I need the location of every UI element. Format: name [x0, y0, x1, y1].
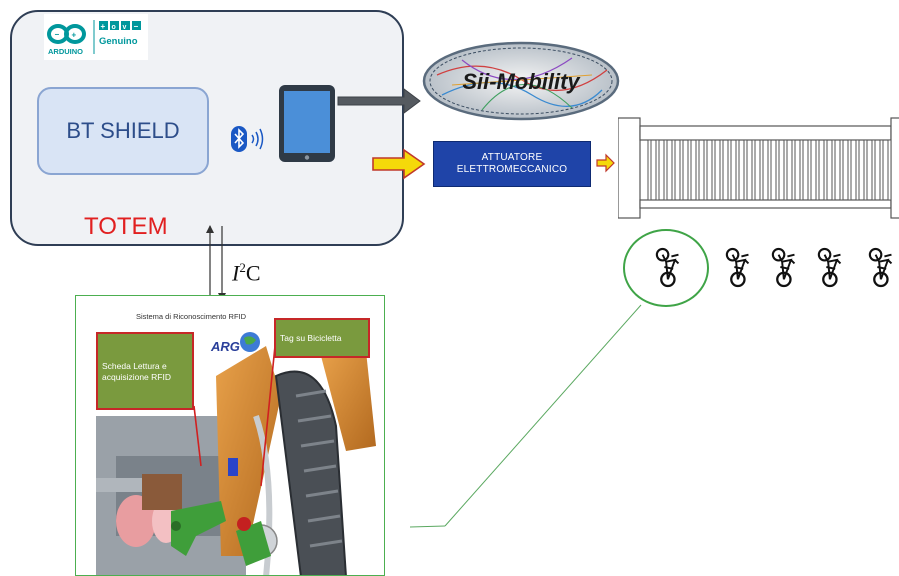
card-tag-bicicletta: Tag su Bicicletta [274, 318, 370, 358]
attuatore-box: ATTUATORE ELETTROMECCANICO [433, 141, 591, 187]
bicycle-icon [817, 247, 842, 288]
rack-bar [807, 139, 812, 201]
bike-highlight-circle [623, 229, 709, 307]
rack-bar [847, 139, 852, 201]
rack-bar [655, 139, 660, 201]
sii-mobility-text: Sii-Mobility [462, 69, 581, 94]
bicycle-rack [617, 116, 899, 220]
rack-bar [695, 139, 700, 201]
signal-waves-icon [251, 128, 264, 150]
bicycle-wheel-illustration: ARG [96, 332, 376, 575]
rack-bar [799, 139, 804, 201]
i2c-sup: 2 [239, 260, 246, 275]
rack-bar [823, 139, 828, 201]
arg-logo: ARG [210, 332, 260, 354]
rack-icon [617, 117, 899, 219]
rack-bar [679, 139, 684, 201]
rack-bar [687, 139, 692, 201]
rack-bar [727, 139, 732, 201]
rack-bar [735, 139, 740, 201]
rack-bar [815, 139, 820, 201]
arduino-logo-icon: − + ARDUINO + o v − Genuino [44, 14, 148, 60]
arduino-brand-text: ARDUINO [48, 47, 83, 56]
rack-bar [671, 139, 676, 201]
arrow-icon [596, 153, 615, 173]
rack-bar [871, 139, 876, 201]
bicycle-icon [868, 247, 893, 288]
svg-text:o: o [112, 24, 116, 31]
rack-bar [743, 139, 748, 201]
rack-bar [767, 139, 772, 201]
rack-bar [663, 139, 668, 201]
rack-bar [887, 139, 892, 201]
attuatore-line1: ATTUATORE [481, 152, 543, 163]
rack-bar [855, 139, 860, 201]
rack-bar [783, 139, 788, 201]
svg-text:+: + [101, 22, 106, 31]
arduino-genuino-logo: − + ARDUINO + o v − Genuino [44, 14, 148, 60]
rack-bar [711, 139, 716, 201]
attuatore-line2: ELETTROMECCANICO [456, 164, 568, 175]
sii-mobility-logo: Sii-Mobility [422, 40, 620, 122]
i2c-base: I [232, 260, 240, 286]
rack-bar [839, 139, 844, 201]
svg-text:−: − [55, 30, 60, 39]
bt-shield-label: BT SHIELD [66, 118, 180, 143]
rack-bar [703, 139, 708, 201]
i2c-tail: C [245, 260, 261, 286]
rack-bar [759, 139, 764, 201]
arrow-icon [372, 148, 426, 180]
svg-text:−: − [134, 22, 139, 31]
rack-bar [791, 139, 796, 201]
rack-bar [775, 139, 780, 201]
rack-bar [647, 139, 652, 201]
bt-shield-box: BT SHIELD [37, 87, 209, 175]
arrow-icon [337, 88, 421, 114]
totem-label: TOTEM [84, 213, 168, 240]
rack-bar [831, 139, 836, 201]
bluetooth-icon [231, 126, 264, 152]
bicycle-icon [725, 247, 750, 288]
bicycle-icon [655, 247, 680, 288]
rfid-panel: ARG Sistema di Riconoscimento RFID Sched… [75, 295, 385, 576]
bicycle-icon [771, 247, 796, 288]
rack-bar [879, 139, 884, 201]
genuino-text: Genuino [99, 36, 138, 47]
rack-bar [719, 139, 724, 201]
arg-logo-text: ARG [210, 339, 240, 354]
tablet-icon [279, 85, 335, 162]
card-scheda-lettura: Scheda Lettura e acquisizione RFID [96, 332, 194, 410]
svg-text:+: + [72, 31, 77, 40]
sii-mobility-map-icon: Sii-Mobility [422, 41, 620, 121]
rack-bar [863, 139, 868, 201]
rack-bar [751, 139, 756, 201]
i2c-label: I2C [232, 260, 261, 286]
svg-text:v: v [123, 24, 127, 31]
rfid-title: Sistema di Riconoscimento RFID [136, 312, 247, 321]
